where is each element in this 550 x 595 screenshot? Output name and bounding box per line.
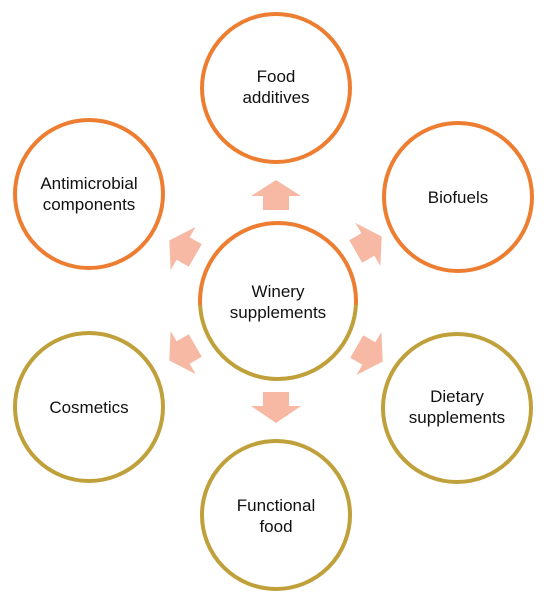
arrow-to-antimicrobial-components xyxy=(169,226,202,271)
center-node-winery-supplements: Winery supplements xyxy=(198,221,358,381)
node-antimicrobial-components: Antimicrobial components xyxy=(13,118,165,270)
arrow-to-food-additives xyxy=(251,180,301,210)
node-cosmetics: Cosmetics xyxy=(13,331,165,483)
node-food-additives: Food additives xyxy=(200,12,352,164)
node-label-line2: additives xyxy=(242,88,309,107)
node-label-line1: Functional xyxy=(237,496,315,515)
arrow-to-biofuels xyxy=(349,222,382,267)
node-label-line1: Dietary xyxy=(430,387,484,406)
node-label-line2: food xyxy=(259,517,292,536)
node-label-line1: Cosmetics xyxy=(49,398,128,417)
node-label-line1: Antimicrobial xyxy=(40,174,137,193)
node-biofuels: Biofuels xyxy=(382,121,534,273)
node-label-line1: Food xyxy=(257,67,296,86)
node-functional-food: Functional food xyxy=(200,439,352,591)
arrow-to-functional-food xyxy=(251,392,301,423)
node-label-line1: Biofuels xyxy=(428,188,488,207)
node-dietary-supplements: Dietary supplements xyxy=(381,332,533,484)
arrow-to-cosmetics xyxy=(169,330,202,375)
center-label-line2: supplements xyxy=(230,303,326,322)
node-label-line2: supplements xyxy=(409,408,505,427)
arrow-to-dietary-supplements xyxy=(350,331,383,376)
node-label-line2: components xyxy=(43,195,136,214)
center-label-line1: Winery xyxy=(252,282,305,301)
